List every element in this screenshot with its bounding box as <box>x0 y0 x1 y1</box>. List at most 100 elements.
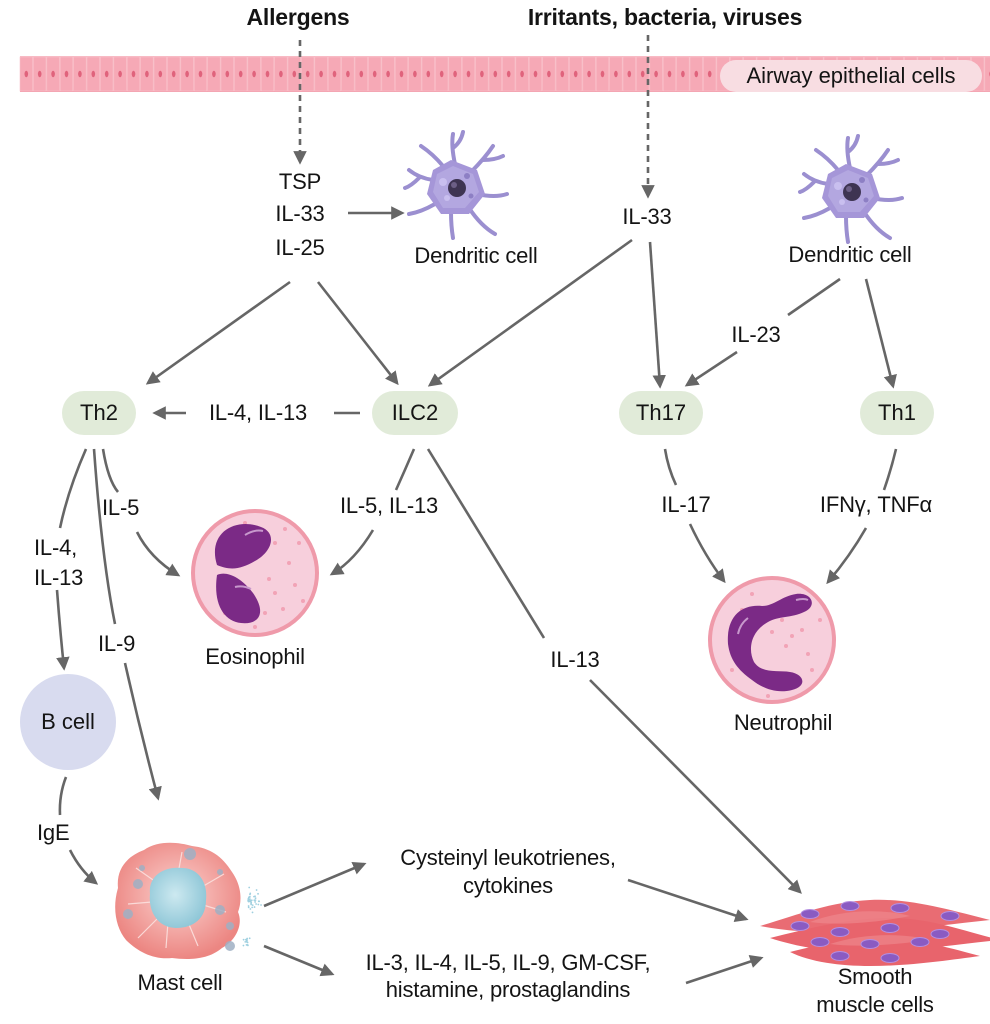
epithelial-nucleus <box>480 71 484 77</box>
secretion-granule <box>249 898 251 900</box>
edge-dendritic-to-th17 <box>788 279 840 315</box>
secretion-granule <box>253 899 255 901</box>
th2-node: Th2 <box>62 391 136 435</box>
epithelial-nucleus <box>373 71 377 77</box>
cysteinyl-label-line1: Cysteinyl leukotrienes, <box>400 845 616 871</box>
secretion-granule <box>249 900 251 902</box>
il33-left-label: IL-33 <box>275 201 324 227</box>
epithelial-nucleus <box>453 71 457 77</box>
secretion-granule <box>243 939 245 941</box>
il33-right-label: IL-33 <box>622 204 671 230</box>
th1-node: Th1 <box>860 391 934 435</box>
secretion-granule <box>249 892 251 894</box>
dendritic-cell-left-label: Dendritic cell <box>414 243 537 269</box>
edge-interleukins-to-smooth <box>686 958 761 983</box>
epithelial-nucleus <box>306 71 310 77</box>
granule <box>800 628 804 632</box>
epithelial-nucleus <box>38 71 42 77</box>
epithelial-nucleus <box>601 71 605 77</box>
edge-mediators-to-ilc2 <box>318 282 397 383</box>
epithelial-nucleus <box>105 71 109 77</box>
mast-cell-icon <box>115 843 262 959</box>
epithelial-nucleus <box>239 71 243 77</box>
secretion-granule <box>250 902 252 904</box>
smooth-muscle-nucleus <box>861 940 879 949</box>
secretion-granule <box>246 941 248 943</box>
secretion-granule <box>255 903 257 905</box>
granule <box>780 618 784 622</box>
epithelial-nucleus <box>159 71 163 77</box>
granule <box>766 694 770 698</box>
epithelial-nucleus <box>92 71 96 77</box>
secretion-granule <box>243 945 245 947</box>
secretion-granule <box>247 898 249 900</box>
smooth-muscle-nucleus <box>891 904 909 913</box>
smooth-muscle-label-line1: Smooth <box>838 964 913 990</box>
smooth-muscle-cells-icon <box>760 900 990 966</box>
epithelial-nucleus <box>400 71 404 77</box>
ige-label: IgE <box>37 820 69 846</box>
b-cell-node: B cell <box>20 674 116 770</box>
epithelial-nucleus <box>360 71 364 77</box>
il13-th2-bcell-label: IL-13 <box>34 565 83 591</box>
smooth-muscle-nucleus <box>931 930 949 939</box>
epithelial-nucleus <box>681 71 685 77</box>
epithelial-nucleus <box>78 71 82 77</box>
secretion-granule <box>255 897 257 899</box>
epithelial-nucleus <box>252 71 256 77</box>
edge-th2-to-mast-a <box>94 449 115 624</box>
edge-il33-to-th17 <box>650 242 660 386</box>
edge-ilc2-to-eos-a <box>396 449 414 490</box>
interleukins-label-line1: IL-3, IL-4, IL-5, IL-9, GM-CSF, <box>366 950 651 976</box>
secretion-granule <box>260 904 262 906</box>
epithelial-nucleus <box>494 71 498 77</box>
epithelial-nucleus <box>427 71 431 77</box>
edge-bcell-to-mast-b <box>70 850 96 883</box>
neutrophil-icon <box>710 578 834 702</box>
smooth-muscle-nucleus <box>811 938 829 947</box>
smooth-muscle-nucleus <box>801 910 819 919</box>
edge-th2-to-bcell-b <box>57 590 64 668</box>
edge-th2-to-eos-a <box>103 449 118 492</box>
epithelial-nucleus <box>279 71 283 77</box>
edge-ilc2-to-eos-b <box>332 530 373 574</box>
epithelial-nucleus <box>708 71 712 77</box>
th17-node: Th17 <box>619 391 703 435</box>
irritants-label: Irritants, bacteria, viruses <box>528 4 802 30</box>
edge-dendritic-to-th1 <box>866 279 893 386</box>
granule <box>263 611 267 615</box>
granule <box>730 668 734 672</box>
epithelial-nucleus <box>172 71 176 77</box>
edge-th2-to-eos-b <box>137 532 178 575</box>
dendritic-cell-right-label: Dendritic cell <box>788 242 911 268</box>
epithelial-nucleus <box>574 71 578 77</box>
granule <box>253 625 257 629</box>
secretion-granule <box>246 938 248 940</box>
smooth-muscle-nucleus <box>831 928 849 937</box>
secretion-granule <box>256 889 258 891</box>
smooth-muscle-nucleus <box>941 912 959 921</box>
epithelial-nucleus <box>440 71 444 77</box>
edge-th1-to-neut-a <box>884 449 896 490</box>
epithelial-nucleus <box>413 71 417 77</box>
epithelial-nucleus <box>132 71 136 77</box>
granule <box>790 634 794 638</box>
ilc2-node: ILC2 <box>372 391 458 435</box>
secretion-granule <box>249 908 251 910</box>
secretion-granule <box>248 887 250 889</box>
epithelial-nucleus <box>695 71 699 77</box>
secretion-granule <box>254 901 256 903</box>
secretion-granule <box>246 939 248 941</box>
edge-th2-to-mast-b <box>125 663 158 798</box>
epithelial-nucleus <box>145 71 149 77</box>
granule <box>281 607 285 611</box>
edge-th17-to-neut-a <box>665 449 676 485</box>
edge-mediators-to-th2 <box>148 282 290 383</box>
epithelial-nucleus <box>226 71 230 77</box>
epithelial-nucleus <box>534 71 538 77</box>
epithelial-nucleus <box>185 71 189 77</box>
il17-label: IL-17 <box>661 492 710 518</box>
epithelial-nucleus <box>520 71 524 77</box>
edge-mast-to-cysteinyl <box>264 864 364 906</box>
